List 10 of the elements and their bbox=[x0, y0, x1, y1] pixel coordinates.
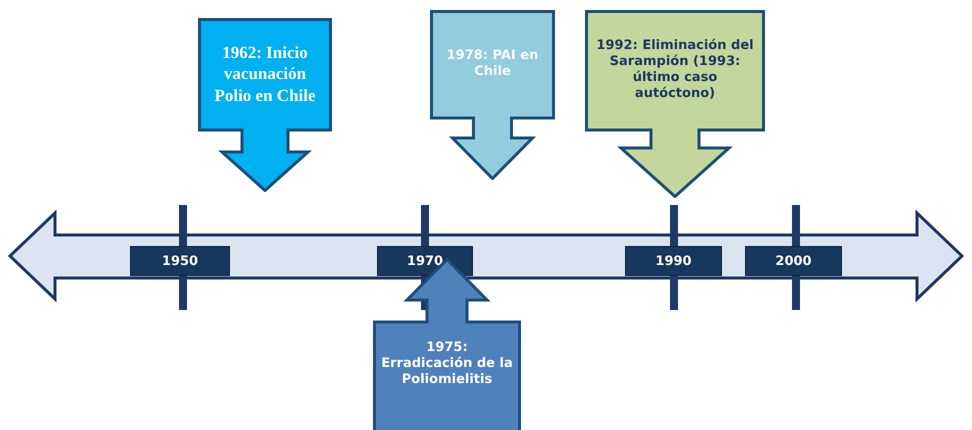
callout-text: 1978: PAI en Chile bbox=[446, 46, 540, 81]
callout-text: 1992: Eliminación del Sarampión (1993: último caso autóctono) bbox=[595, 36, 755, 104]
callout-text: 1975: Erradicación de la Poliomielitis bbox=[381, 338, 513, 390]
callout-arrow-box bbox=[198, 18, 332, 192]
year-label: 2000 bbox=[745, 246, 842, 276]
year-label: 1990 bbox=[625, 246, 722, 276]
callout-arrow-box bbox=[430, 10, 555, 180]
year-label: 1950 bbox=[130, 246, 230, 276]
callout-text: 1962: Inicio vacunación Polio en Chile bbox=[213, 42, 317, 107]
callout-arrow-box bbox=[585, 10, 765, 198]
